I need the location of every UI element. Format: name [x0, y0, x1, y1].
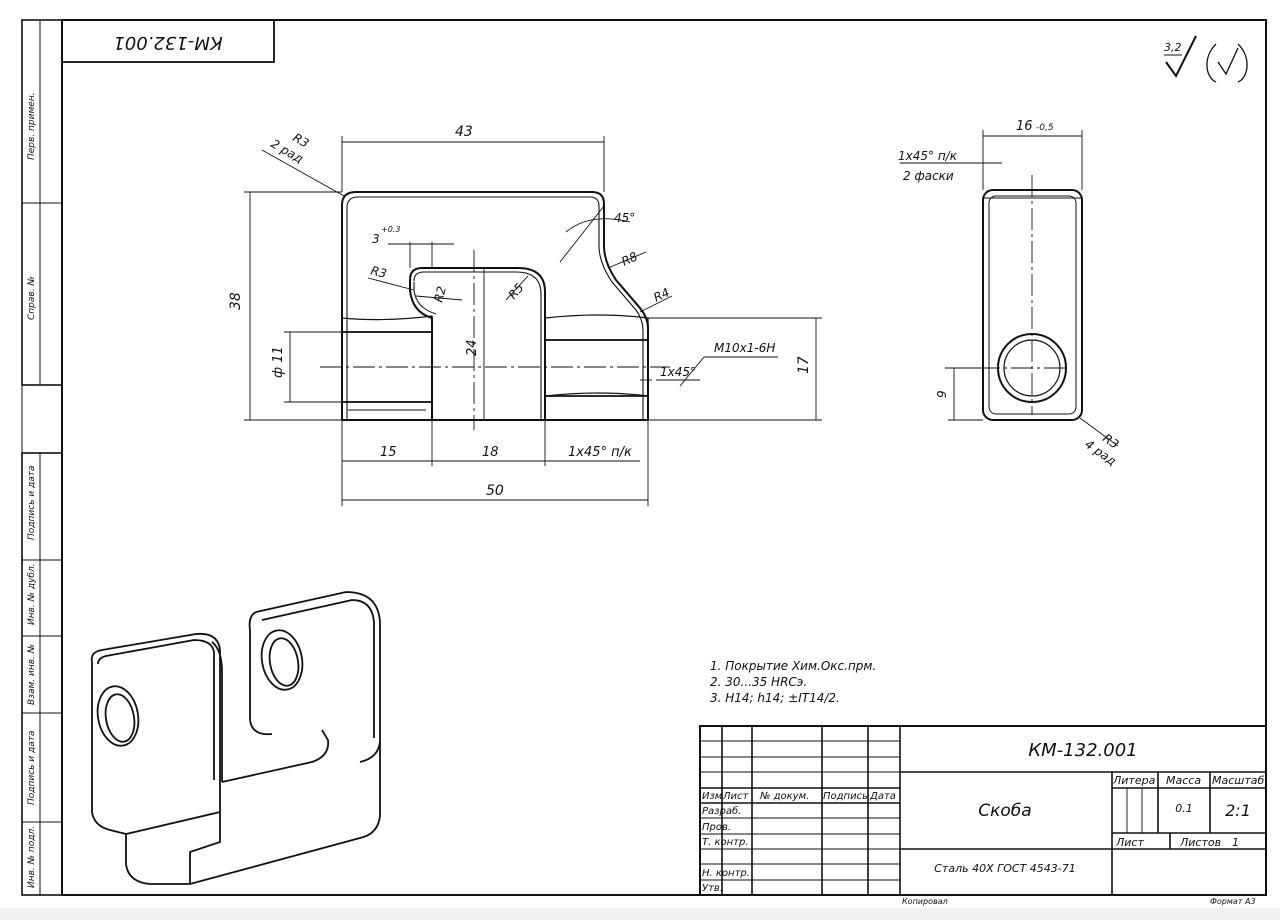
dim-43: 43	[455, 124, 473, 140]
dim-15: 15	[380, 445, 397, 460]
dim-r8: R8	[619, 249, 640, 269]
dim-slot-chamfer: 3	[372, 232, 380, 246]
hdr-listov: Листов	[1179, 836, 1221, 849]
hdr-massa: Масса	[1166, 774, 1201, 787]
dim-thickness-tol: -0,5	[1036, 123, 1054, 133]
side-stamp-label-5: Взам. инв. №	[27, 644, 37, 705]
side-stamp: Перв. примен. Справ. № Подпись и дата Ин…	[21, 19, 63, 896]
designation: КМ-132.001	[1028, 740, 1137, 761]
dim-thread: M10x1-6H	[714, 341, 775, 355]
dim-slot-chamfer-tol: +0.3	[381, 225, 400, 234]
designation-rotated: КМ-132.001	[113, 32, 222, 53]
dim-bore: ф 11	[271, 346, 286, 378]
hdr-masshtab: Масштаб	[1212, 774, 1264, 787]
hdr-izm: Изм	[702, 791, 723, 802]
copied-label: Копировал	[902, 897, 948, 906]
sheets-total: 1	[1232, 836, 1239, 849]
role-prov: Пров.	[702, 822, 731, 833]
side-stamp-label-2: Справ. №	[27, 276, 37, 320]
material: Сталь 40Х ГОСТ 4543-71	[934, 862, 1076, 875]
dim-thickness: 16	[1016, 119, 1033, 134]
roughness-symbol: 3,2	[1164, 35, 1248, 83]
dim-18: 18	[482, 445, 499, 460]
part-name: Скоба	[978, 801, 1031, 821]
dim-angle: 45°	[614, 211, 635, 225]
mass-value: 0.1	[1175, 802, 1193, 815]
dim-thread-chamfer: 1x45°	[660, 365, 696, 379]
side-stamp-label-3: Подпись и дата	[27, 465, 37, 540]
side-stamp-label-7: Инв. № подл.	[27, 826, 37, 888]
note-3: 3. H14; h14; ±IT14/2.	[710, 691, 840, 705]
dim-r2: R2	[431, 285, 449, 304]
hdr-doc: № докум.	[759, 791, 809, 802]
top-designation-box: КМ-132.001	[61, 19, 275, 63]
role-utv: Утв.	[702, 883, 723, 894]
dim-r3-top: R3	[291, 130, 312, 150]
dim-chamfer-note: 1x45° п/к	[568, 445, 632, 460]
dim-24: 24	[465, 339, 480, 356]
hdr-sign: Подпись	[823, 791, 868, 802]
note-1: 1. Покрытие Хим.Окс.прм.	[710, 659, 876, 673]
dim-r3-slot: R3	[369, 263, 388, 281]
hdr-list: Лист	[722, 791, 750, 802]
scale-value: 2:1	[1225, 801, 1251, 820]
dim-50: 50	[486, 483, 504, 499]
isometric-view	[90, 591, 381, 885]
side-stamp-label-6: Подпись и дата	[27, 730, 37, 805]
dim-r4: R4	[651, 285, 671, 304]
hdr-list2: Лист	[1115, 836, 1144, 849]
note-2: 2. 30...35 HRCэ.	[710, 675, 807, 689]
side-stamp-label-1: Перв. примен.	[27, 92, 37, 160]
roughness-value: 3,2	[1164, 41, 1182, 54]
dim-side-chamfer-qty: 2 фаски	[903, 169, 954, 183]
dim-hole-pos: 9	[935, 390, 949, 398]
role-nkontr: Н. контр.	[702, 868, 750, 879]
title-block: Изм Лист № докум. Подпись Дата Разраб. П…	[699, 725, 1267, 906]
technical-notes: 1. Покрытие Хим.Окс.прм. 2. 30...35 HRCэ…	[710, 659, 876, 705]
front-view: 43 38 ф 11 24 17 15 18 1x45° п/к 50 3 +0…	[228, 124, 822, 506]
dim-side-chamfer: 1x45° п/к	[898, 149, 958, 163]
role-razrab: Разраб.	[702, 805, 741, 817]
side-stamp-label-4: Инв. № дубл.	[27, 563, 37, 625]
dim-38: 38	[228, 292, 244, 310]
role-tkontr: Т. контр.	[702, 837, 749, 848]
dim-17: 17	[796, 356, 812, 374]
format-label: Формат А3	[1210, 897, 1256, 906]
hdr-date: Дата	[869, 791, 896, 802]
hdr-litera: Литера	[1112, 774, 1156, 787]
